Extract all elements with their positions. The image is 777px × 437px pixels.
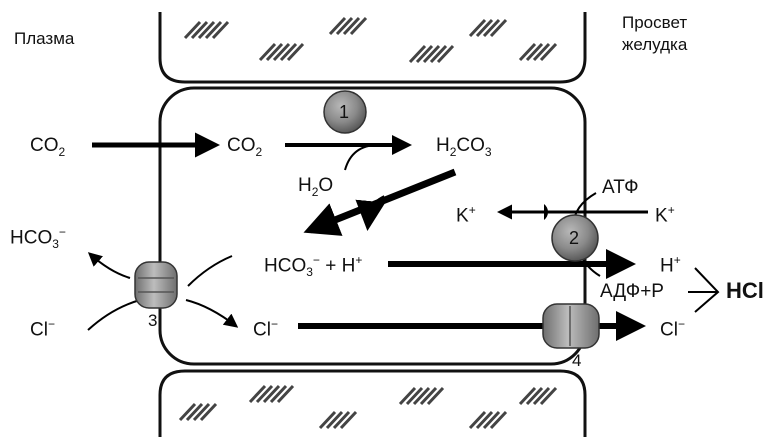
lumen-label-line1: Просвет [622, 13, 688, 32]
hcl-label: HCl [726, 278, 764, 303]
parietal-cell-membrane [158, 86, 587, 366]
co2-cell-label: CO2 [227, 135, 263, 159]
lumen-label-line2: желудка [622, 35, 688, 54]
arrow-hco3-in [187, 255, 233, 287]
h2o-label: H2O [298, 175, 334, 199]
h2co3-label: H2CO3 [436, 135, 492, 159]
h-lumen-label: H+ [660, 253, 681, 277]
adp-p-label: АДФ+Р [600, 281, 664, 302]
pump-2-number: 2 [569, 228, 580, 248]
arrow-cl-in-inside [185, 299, 239, 328]
arrow-hcl-bracket [694, 267, 720, 313]
k-lumen-label: K+ [655, 203, 675, 227]
plasma-label: Плазма [14, 29, 75, 48]
hco3-plasma-label: HCO3− [10, 225, 66, 252]
lower-neighbor-cell [158, 369, 587, 437]
cl-lumen-label: Cl− [660, 317, 685, 341]
hco3-h-label: HCO3− + H+ [264, 253, 363, 280]
k-cell-label: K+ [456, 203, 476, 227]
arrow-cl-in-outside [87, 299, 141, 331]
cl-plasma-label: Cl− [30, 317, 55, 341]
k-binding-site [544, 204, 548, 220]
upper-neighbor-cell [158, 12, 587, 84]
exchanger-3-number: 3 [148, 311, 158, 330]
arrow-hco3-exit [87, 252, 131, 279]
arrow-dissociation-branch [355, 195, 387, 231]
cl-cell-label: Cl− [253, 317, 278, 341]
arrow-h2o-branch [344, 144, 379, 171]
co2-plasma-label: CO2 [30, 135, 66, 159]
exchanger-3 [134, 261, 178, 309]
atp-label: АТФ [602, 177, 639, 198]
upper-cell-hatching [183, 16, 558, 64]
enzyme-1-ball [323, 90, 367, 134]
pump-2-ball [551, 214, 599, 262]
enzyme-1-number: 1 [339, 102, 350, 122]
channel-4-number: 4 [572, 351, 582, 370]
lower-cell-hatching [178, 384, 558, 430]
channel-4 [542, 303, 600, 349]
